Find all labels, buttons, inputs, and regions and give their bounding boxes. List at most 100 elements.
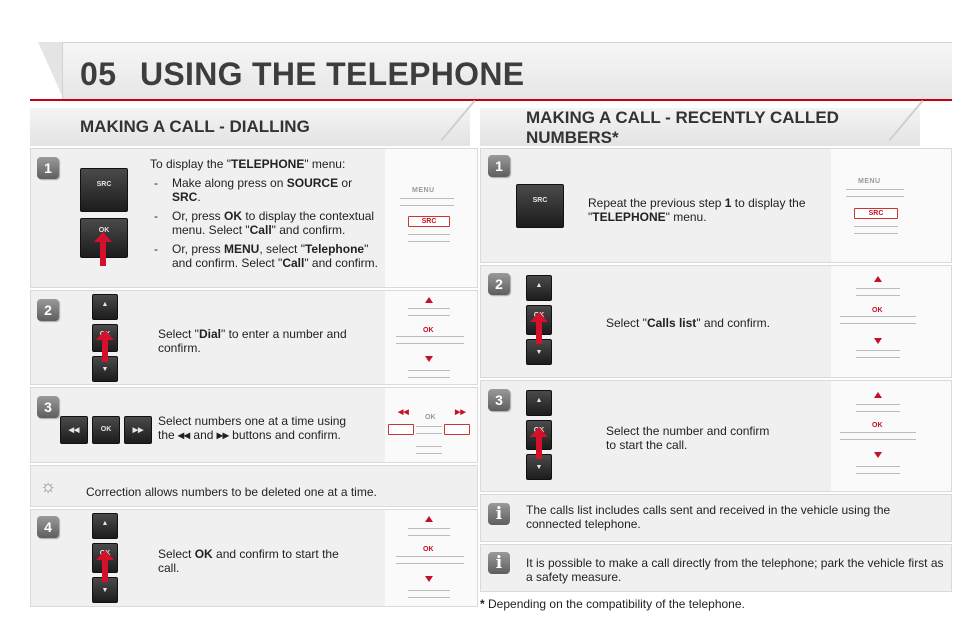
left-step1-list: Make along press on SOURCE or SRC. Or, p… <box>150 176 380 270</box>
right-section-title-line1: MAKING A CALL - RECENTLY CALLED <box>526 108 839 127</box>
info-text-2: It is possible to make a call directly f… <box>526 556 944 584</box>
right-up-indicator-icon-3 <box>874 392 882 398</box>
ok-button-3[interactable]: OK <box>92 416 120 444</box>
prev-button[interactable]: ◀◀ <box>60 416 88 444</box>
right-step3-line2: to start the call. <box>606 438 688 452</box>
left-step1-item-2: Or, press OK to display the contextual m… <box>150 209 380 237</box>
ok-label: OK <box>98 227 110 234</box>
footnote-star: * <box>480 597 485 611</box>
up-button[interactable]: ▲ <box>92 294 118 320</box>
footnote-text: Depending on the compatibility of the te… <box>484 597 745 611</box>
prev-glyph-icon: ◂◂ <box>178 428 191 442</box>
right-section-title: MAKING A CALL - RECENTLY CALLED NUMBERS* <box>526 108 916 148</box>
header-rule <box>30 99 952 101</box>
right-press-arrowhead-icon-2 <box>530 312 548 322</box>
right-ok-indicator: OK <box>872 307 883 314</box>
right-menu-label: MENU <box>858 178 881 185</box>
key-outline-down <box>408 370 450 378</box>
next-glyph-icon: ▸▸ <box>216 428 229 442</box>
left-step3-text: Select numbers one at a time using the ◂… <box>158 414 378 442</box>
menu-key-outline <box>400 198 454 206</box>
key-outline-ok-4 <box>396 556 464 564</box>
right-up-button-3[interactable]: ▲ <box>526 390 552 416</box>
next-key-highlight <box>444 424 470 435</box>
right-src-button[interactable]: SRC <box>516 184 564 228</box>
left-step3-line1: Select numbers one at a time using <box>158 414 347 428</box>
footnote: * Depending on the compatibility of the … <box>480 597 745 611</box>
ok-indicator-3: OK <box>425 414 436 421</box>
right-step3-line1: Select the number and confirm <box>606 424 770 438</box>
press-arrow-icon-2 <box>102 336 108 362</box>
right-up-button[interactable]: ▲ <box>526 275 552 301</box>
next-indicator-icon: ▶▶ <box>455 409 466 416</box>
info-text-1: The calls list includes calls sent and r… <box>526 503 891 531</box>
right-press-arrow-icon-2 <box>536 318 542 344</box>
press-arrowhead-icon-2 <box>96 330 114 340</box>
up-indicator-icon <box>425 297 433 303</box>
right-section-banner <box>480 108 920 146</box>
left-step4-text: Select OK and confirm to start the call. <box>158 547 339 575</box>
right-step-badge-2: 2 <box>488 273 510 295</box>
right-ok-indicator-3: OK <box>872 422 883 429</box>
left-step2-menu-area <box>385 291 477 384</box>
right-press-arrowhead-icon-3 <box>530 427 548 437</box>
down-indicator-icon <box>425 356 433 362</box>
key-outline-up-4 <box>408 528 450 536</box>
up-button-4[interactable]: ▲ <box>92 513 118 539</box>
key-outline-down-4 <box>408 590 450 598</box>
left-step1-item-3: Or, press MENU, select "Telephone" and c… <box>150 242 380 270</box>
press-arrow-icon-4 <box>102 556 108 582</box>
chapter-number: 05 <box>80 56 117 92</box>
left-section-title: MAKING A CALL - DIALLING <box>80 117 310 136</box>
left-step1-item-1: Make along press on SOURCE or SRC. <box>150 176 380 204</box>
src-button[interactable]: SRC <box>80 168 128 212</box>
header-corner <box>38 42 64 100</box>
right-step2-panel <box>480 265 952 378</box>
step-badge-4: 4 <box>37 516 59 538</box>
key-outline-up <box>408 308 450 316</box>
right-down-indicator-icon <box>874 338 882 344</box>
page-title: USING THE TELEPHONE <box>140 56 525 92</box>
right-section-title-line2: NUMBERS* <box>526 128 619 147</box>
right-key-outline-ok-3 <box>840 432 916 440</box>
press-arrow-icon <box>100 236 106 266</box>
tip-icon: ☼ <box>39 476 57 496</box>
right-step-badge-1: 1 <box>488 155 510 177</box>
info-panel-1 <box>480 494 952 542</box>
tip-text: Correction allows numbers to be deleted … <box>86 485 377 499</box>
src-label: SRC <box>96 181 112 188</box>
ok-indicator: OK <box>423 327 434 334</box>
header-tab <box>62 42 952 100</box>
key-outline <box>408 234 450 242</box>
right-step-badge-3: 3 <box>488 389 510 411</box>
right-down-indicator-icon-3 <box>874 452 882 458</box>
right-down-button-3[interactable]: ▼ <box>526 454 552 480</box>
right-step2-text: Select "Calls list" and confirm. <box>606 316 770 330</box>
left-section-banner <box>30 108 470 146</box>
prev-key-highlight <box>388 424 414 435</box>
right-key-outline <box>854 226 898 234</box>
right-key-outline-down-3 <box>856 466 900 474</box>
right-key-outline-up-3 <box>856 404 900 412</box>
right-press-arrow-icon-3 <box>536 433 542 459</box>
right-step1-text: Repeat the previous step 1 to display th… <box>588 196 806 224</box>
ok-indicator-4: OK <box>423 546 434 553</box>
right-step3-menu-area <box>831 381 951 491</box>
up-indicator-icon-4 <box>425 516 433 522</box>
right-key-outline-ok <box>840 316 916 324</box>
right-step2-menu-area <box>831 266 951 377</box>
right-up-indicator-icon <box>874 276 882 282</box>
step-badge-3: 3 <box>37 396 59 418</box>
press-arrowhead-icon <box>94 232 112 242</box>
src-key-highlight: SRC <box>408 216 450 227</box>
right-key-outline-up <box>856 288 900 296</box>
next-button[interactable]: ▶▶ <box>124 416 152 444</box>
left-step1-text: To display the "TELEPHONE" menu: Make al… <box>150 157 380 270</box>
right-step3-text: Select the number and confirm to start t… <box>606 424 826 452</box>
menu-label: MENU <box>412 187 435 194</box>
key-outline-3b <box>416 446 442 454</box>
left-step1-intro: To display the "TELEPHONE" menu: <box>150 157 346 171</box>
right-key-outline-down <box>856 350 900 358</box>
step-badge-2: 2 <box>37 299 59 321</box>
info-icon: i <box>488 503 510 525</box>
